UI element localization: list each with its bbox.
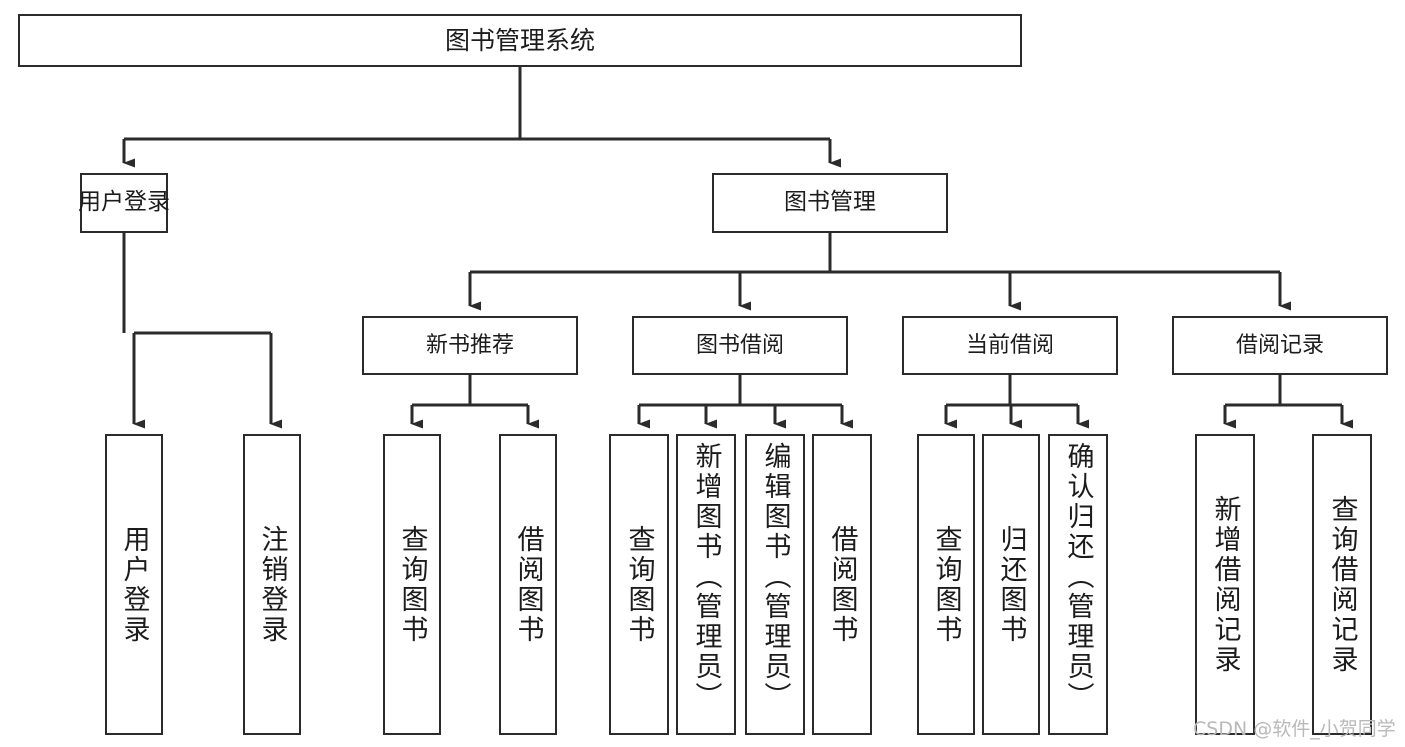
node-label: 归还图书 <box>995 524 1027 645</box>
node-label: 新增借阅记录 <box>1209 494 1241 675</box>
leaf-borrow-book-1[interactable]: 借阅图书 <box>499 434 557 735</box>
node-label: 借阅图书 <box>512 524 544 645</box>
csdn-watermark: CSDN @软件_小贺同学 <box>1193 718 1396 740</box>
leaf-query-book-1[interactable]: 查询图书 <box>383 434 441 735</box>
node-label: 当前借阅 <box>965 332 1054 358</box>
leaf-user-login[interactable]: 用户登录 <box>105 434 163 735</box>
node-label: 查询图书 <box>930 524 962 645</box>
node-label: 确认归还（管理员） <box>1062 442 1094 712</box>
node-label: 图书管理系统 <box>444 25 595 55</box>
node-label: 借阅记录 <box>1235 332 1324 358</box>
leaf-borrow-book-2[interactable]: 借阅图书 <box>812 434 872 735</box>
node-new-book-recommend[interactable]: 新书推荐 <box>362 316 578 375</box>
leaf-edit-book[interactable]: 编辑图书（管理员） <box>745 434 805 735</box>
node-label: 查询图书 <box>623 524 655 645</box>
node-book-borrow[interactable]: 图书借阅 <box>632 316 848 375</box>
node-current-borrow[interactable]: 当前借阅 <box>902 316 1118 375</box>
node-user-login[interactable]: 用户登录 <box>78 173 170 233</box>
node-borrow-record[interactable]: 借阅记录 <box>1172 316 1388 375</box>
node-label: 图书借阅 <box>695 332 784 358</box>
node-label: 借阅图书 <box>826 524 858 645</box>
leaf-add-record[interactable]: 新增借阅记录 <box>1195 434 1255 735</box>
node-book-manage[interactable]: 图书管理 <box>712 173 948 233</box>
node-root-book-management-system[interactable]: 图书管理系统 <box>18 14 1022 67</box>
leaf-query-book-3[interactable]: 查询图书 <box>917 434 975 735</box>
leaf-query-record[interactable]: 查询借阅记录 <box>1312 434 1372 735</box>
node-label: 用户登录 <box>78 189 170 216</box>
leaf-return-book[interactable]: 归还图书 <box>982 434 1040 735</box>
node-label: 图书管理 <box>784 189 876 216</box>
node-label: 查询图书 <box>396 524 428 645</box>
node-label: 用户登录 <box>118 524 150 645</box>
leaf-confirm-return[interactable]: 确认归还（管理员） <box>1048 434 1108 735</box>
node-label: 注销登录 <box>256 524 288 645</box>
leaf-query-book-2[interactable]: 查询图书 <box>609 434 669 735</box>
leaf-user-logout[interactable]: 注销登录 <box>243 434 301 735</box>
node-label: 查询借阅记录 <box>1326 494 1358 675</box>
node-label: 新书推荐 <box>425 332 514 358</box>
node-label: 新增图书（管理员） <box>690 442 722 712</box>
leaf-add-book[interactable]: 新增图书（管理员） <box>676 434 736 735</box>
node-label: 编辑图书（管理员） <box>759 442 791 712</box>
